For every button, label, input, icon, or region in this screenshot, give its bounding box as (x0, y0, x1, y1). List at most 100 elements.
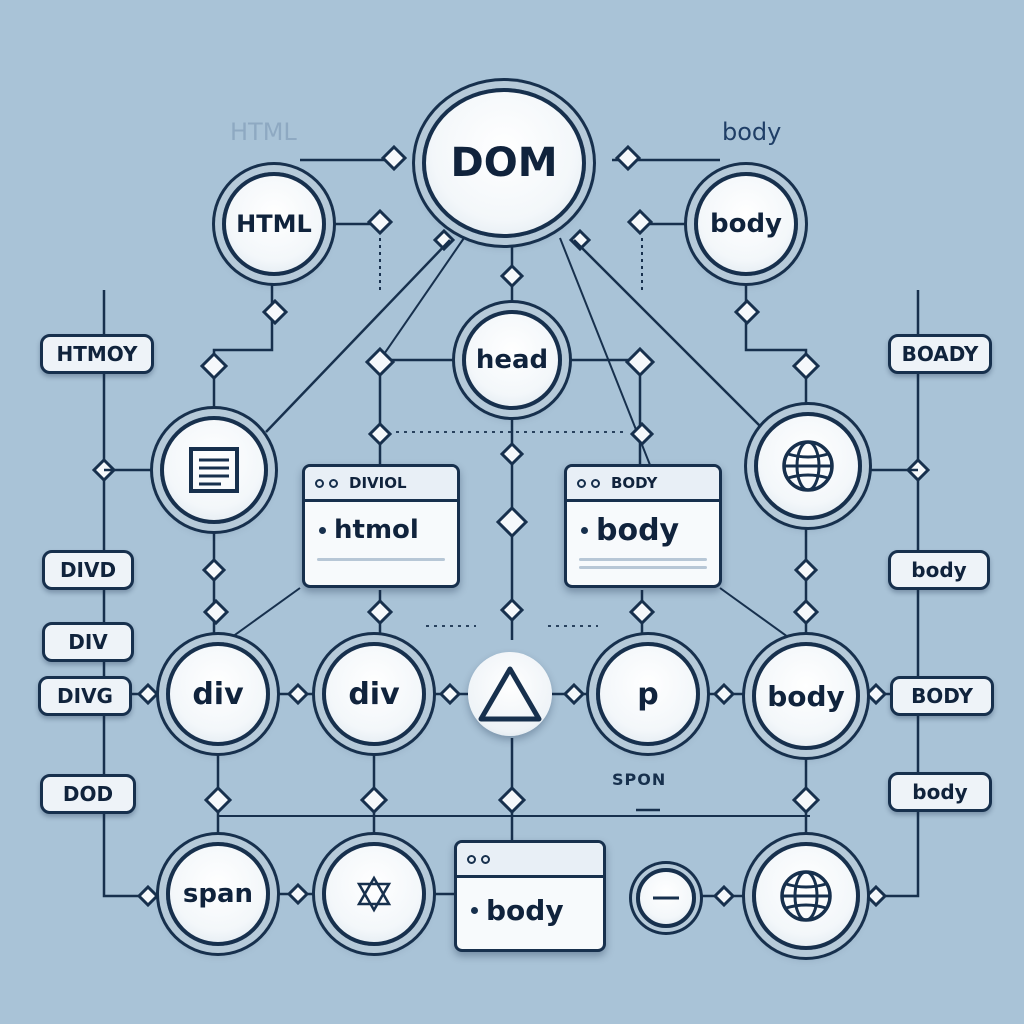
diamond-connector-icon (261, 298, 289, 326)
faint-html-label: HTML (230, 118, 297, 146)
tag-htmoy[interactable]: HTMOY (40, 334, 154, 374)
window-body-content: body (567, 502, 719, 558)
diamond-connector-icon (202, 598, 230, 626)
diamond-connector-icon (367, 421, 393, 447)
spon-label: SPON (612, 770, 667, 789)
window-body-title: BODY (611, 474, 658, 492)
diamond-connector-icon (497, 785, 527, 815)
bullet-icon (581, 526, 588, 534)
tag-body-3[interactable]: body (888, 772, 992, 812)
window-dot-icon (329, 478, 338, 488)
window-htmol-title: DIVIOL (349, 474, 407, 492)
div-mid-node[interactable]: div (322, 642, 426, 746)
diamond-connector-icon (199, 351, 229, 381)
window-body-bottom[interactable]: body (454, 840, 606, 952)
globe-icon (780, 870, 832, 922)
tag-body-1[interactable]: body (888, 550, 990, 590)
globe-icon (782, 440, 834, 492)
diamond-connector-icon (626, 208, 654, 236)
window-body-bottom-text: body (486, 893, 564, 927)
document-icon (189, 447, 239, 493)
diamond-connector-icon (864, 682, 888, 706)
diamond-connector-icon (712, 682, 736, 706)
window-htmol-titlebar: DIVIOL (305, 467, 457, 502)
diamond-connector-icon (499, 597, 525, 623)
diamond-connector-icon (791, 351, 821, 381)
window-htmol-lines (317, 558, 445, 561)
diamond-connector-icon (203, 785, 233, 815)
document-node[interactable] (160, 416, 268, 524)
globe-top-node[interactable] (754, 412, 862, 520)
body-caption-label: body (722, 118, 782, 146)
diamond-connector-icon (499, 441, 525, 467)
tag-divd[interactable]: DIVD (42, 550, 134, 590)
diamond-connector-icon (793, 557, 819, 583)
bullet-icon (471, 906, 478, 914)
div-left-node-label: div (192, 676, 244, 712)
diamond-connector-icon (136, 884, 160, 908)
window-htmol[interactable]: DIVIOL htmol (302, 464, 460, 588)
diamond-connector-icon (628, 598, 656, 626)
div-left-node[interactable]: div (166, 642, 270, 746)
body-top-node[interactable]: body (694, 172, 798, 276)
diamond-connector-icon (499, 263, 525, 289)
diamond-connector-icon (286, 682, 310, 706)
connector-line (213, 587, 301, 651)
star-icon (356, 875, 392, 913)
diamond-connector-icon (614, 144, 642, 172)
tag-dod[interactable]: DOD (40, 774, 136, 814)
window-body-lines (579, 558, 707, 569)
triangle-node[interactable] (468, 652, 552, 736)
html-node-label: HTML (236, 210, 312, 238)
diamond-connector-icon (438, 682, 462, 706)
dom-node[interactable]: DOM (422, 88, 586, 238)
window-body[interactable]: BODY body (564, 464, 722, 588)
diamond-connector-icon (568, 228, 592, 252)
window-dot-icon (577, 478, 586, 488)
span-node[interactable]: span (166, 842, 270, 946)
span-node-label: span (182, 879, 254, 909)
window-body-bottom-titlebar (457, 843, 603, 878)
body-right-node[interactable]: body (752, 642, 860, 750)
diamond-connector-icon (624, 346, 656, 378)
div-mid-node-label: div (348, 676, 400, 712)
body-right-node-label: body (767, 679, 845, 713)
connector-line (379, 237, 465, 361)
diamond-connector-icon (366, 598, 394, 626)
diamond-connector-icon (864, 884, 888, 908)
tag-div[interactable]: DIV (42, 622, 134, 662)
dom-node-label: DOM (450, 140, 558, 186)
window-body-titlebar: BODY (567, 467, 719, 502)
diamond-connector-icon (136, 682, 160, 706)
blank-circle-icon (653, 896, 679, 900)
diamond-connector-icon (791, 785, 821, 815)
tag-boady[interactable]: BOADY (888, 334, 992, 374)
diamond-connector-icon (733, 298, 761, 326)
p-node[interactable]: p (596, 642, 700, 746)
diamond-connector-icon (629, 421, 655, 447)
diamond-connector-icon (432, 228, 456, 252)
tag-body-2[interactable]: BODY (890, 676, 994, 716)
diamond-connector-icon (286, 882, 310, 906)
body-top-node-label: body (709, 209, 783, 239)
connector-line (744, 278, 808, 412)
window-dot-icon (591, 478, 600, 488)
connector-line (212, 278, 274, 416)
tag-divg[interactable]: DIVG (38, 676, 132, 716)
globe-bottom-node[interactable] (752, 842, 860, 950)
diamond-connector-icon (562, 682, 586, 706)
small-blank-node[interactable] (636, 868, 696, 928)
diamond-connector-icon (201, 557, 227, 583)
diamond-connector-icon (364, 346, 396, 378)
window-htmol-text: htmol (334, 515, 419, 545)
head-node[interactable]: head (462, 310, 562, 410)
star-node[interactable] (322, 842, 426, 946)
window-dot-icon (315, 478, 324, 488)
diamond-connector-icon (380, 144, 408, 172)
html-node[interactable]: HTML (222, 172, 326, 276)
window-htmol-content: htmol (305, 502, 457, 558)
window-dot-icon (467, 854, 476, 864)
head-node-label: head (475, 345, 549, 375)
